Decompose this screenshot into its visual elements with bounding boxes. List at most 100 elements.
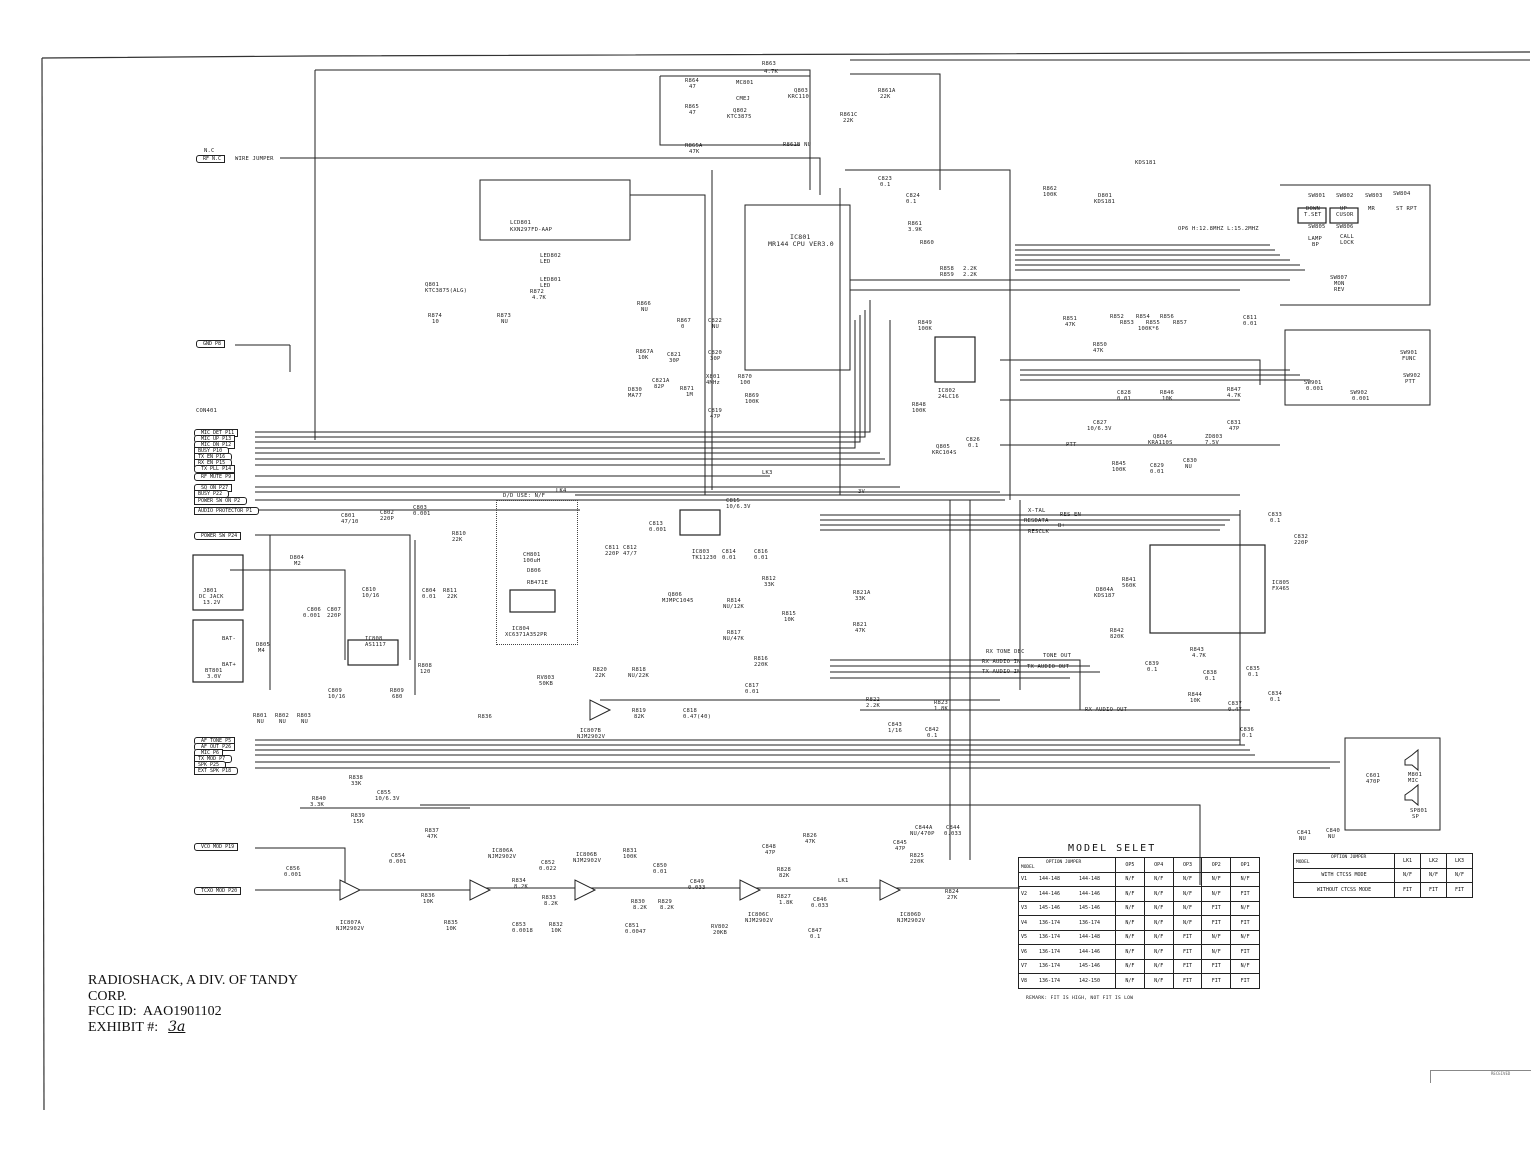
ic806c-part: NJM2902V [745,918,774,924]
sw902-label: PTT [1405,379,1416,385]
mc801-ref: MC801 [736,80,754,86]
r820-val: 22K [595,673,606,679]
r803-val: NU [301,719,309,725]
c847-val: 0.1 [810,934,821,940]
c852-ref: C852 [541,860,556,866]
c839-val: 0.1 [1147,667,1158,673]
col-lk3: LK3 [1446,853,1473,869]
r823-val: 1.8K [934,706,949,712]
bat-plus: BAT+ [222,662,237,668]
r848-ref: R848 [912,402,927,408]
lk-value: N/F [1446,867,1473,883]
jumper-value: FIT [1230,944,1260,960]
c835-ref: C835 [1246,666,1261,672]
r816-ref: R816 [754,656,769,662]
r860-ref: R860 [920,240,935,246]
r840-ref: R840 [312,796,327,802]
jumper-value: N/F [1201,929,1232,945]
port-tx-pll: TX PLL P14 [194,465,236,473]
jumper-value: N/F [1143,929,1174,945]
c802-ref: C802 [380,510,395,516]
r834-val: 8.2K [514,884,529,890]
c853-val: 0.0018 [512,928,534,934]
model-select-table: OPTION JUMPER MODEL OP5 OP4 OP3 OP2 OP1 … [1018,857,1260,989]
c810-val: 10/16 [362,593,380,599]
ic806b-ref: IC806B [576,852,598,858]
ic807b-ref: IC807B [580,728,602,734]
led802-ref: LED802 [540,253,562,259]
c831-ref: C831 [1227,420,1242,426]
r817-val: NU/47K [723,636,745,642]
sw802-ref: SW802 [1336,193,1354,199]
rx-audio-out-label: RX AUDIO OUT [1085,707,1128,713]
jumper-value: N/F [1230,958,1260,974]
q806-part: MJMPC1045 [662,598,694,604]
c819-ref: C819 [708,408,723,414]
r873-val: NU [501,319,509,325]
jumper-value: N/F [1115,886,1145,902]
sw803-ref: SW803 [1365,193,1383,199]
sw901-cap-val: 0.001 [1306,386,1324,392]
r809-ref: R809 [390,688,405,694]
r815-val: 10K [784,617,795,623]
model-range-1: 145-146 [1039,905,1061,912]
ic805-part: FX465 [1272,586,1290,592]
d804a-ref: D804A [1096,587,1114,593]
d804-ref: D804 [290,555,305,561]
sw801-label1: DOWN [1306,206,1321,212]
jumper-value: FIT [1230,973,1260,989]
col-lk2: LK2 [1420,853,1447,869]
r858-ref: R858 [940,266,955,272]
r823-ref: R823 [934,700,949,706]
sw902-cap-val: 0.001 [1352,396,1370,402]
c817-ref: C817 [745,683,760,689]
exhibit-line: EXHIBIT #:3a [88,1019,298,1036]
c826-ref: C826 [966,437,981,443]
c824-ref: C824 [906,193,921,199]
r801-ref: R801 [253,713,268,719]
c819-val: 47P [710,414,721,420]
r863-ref: R863 [762,61,777,67]
c850-ref: C850 [653,863,668,869]
jumper-value: N/F [1115,973,1145,989]
r854-ref: R854 [1136,314,1151,320]
c837-ref: C837 [1228,701,1243,707]
option-jumper-header-row: OPTION JUMPER MODEL LK1 LK2 LK3 [1293,853,1473,869]
lk3-ref: LK3 [762,470,773,476]
c821a-ref: C821A [652,378,670,384]
jumper-value: N/F [1143,958,1174,974]
r833-ref: R833 [542,895,557,901]
r810-val: 22K [452,537,463,543]
c822-ref: C822 [708,318,723,324]
r862-val: 100K [1043,192,1058,198]
c811b-ref: C811 [1243,315,1258,321]
r845-ref: R845 [1112,461,1127,467]
model-range-2: 145-146 [1079,963,1101,970]
q803-ref: Q803 [794,88,809,94]
op-freq-label: OP6 H:12.8MHZ L:15.2MHZ [1178,226,1259,232]
sw806-label1: CALL [1340,234,1355,240]
c843-ref: C843 [888,722,903,728]
c815-val: 10/6.3V [726,504,751,510]
lk4-label: LK4 [556,488,567,494]
c831-val: 47P [1229,426,1240,432]
r847-ref: R847 [1227,387,1242,393]
model-range-2: 142-150 [1079,977,1101,984]
r850-ref: R850 [1093,342,1108,348]
r827-ref: R827 [777,894,792,900]
sw804-label: ST RPT [1396,206,1418,212]
lk-value: FIT [1394,882,1421,898]
c829-val: 0.01 [1150,469,1165,475]
mode-cell: WITHOUT CTCSS MODE [1293,882,1395,898]
r851-val: 47K [1065,322,1076,328]
r838-ref: R838 [349,775,364,781]
sw902-cap-ref: SW902 [1350,390,1368,396]
port-rf-nc: RF N.C [196,155,226,163]
j801-ref: J801 [203,588,218,594]
